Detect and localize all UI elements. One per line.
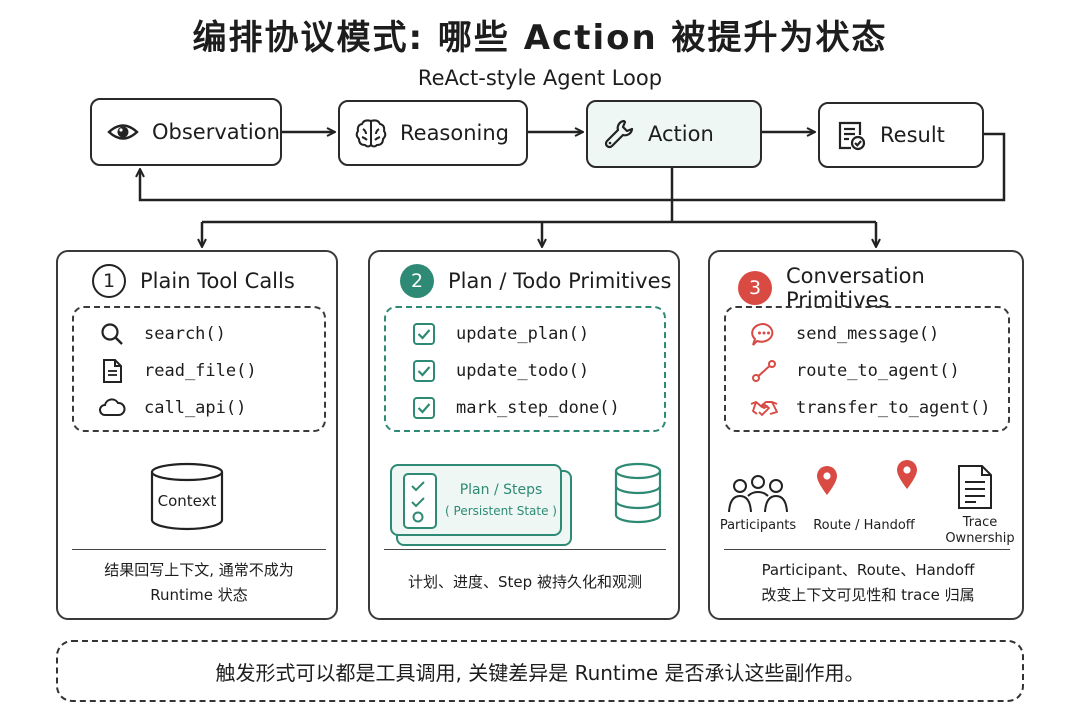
panel-conversation-primitives: 3 Conversation Primitives send_message()… — [708, 250, 1024, 620]
node-reasoning-label: Reasoning — [400, 121, 510, 145]
node-observation-label: Observation — [152, 120, 280, 144]
search-icon — [101, 322, 123, 345]
plan-tool-list: update_plan() update_todo() mark_step_do… — [384, 306, 666, 432]
list-item: mark_step_done() — [386, 389, 664, 426]
eye-icon — [107, 124, 139, 140]
file-icon — [103, 358, 122, 383]
brain-icon — [355, 119, 387, 148]
tool-label: update_plan() — [456, 323, 590, 344]
panel-note: Participant、Route、Handoff 改变上下文可见性和 trac… — [718, 558, 1018, 608]
panel-note: 计划、进度、Step 被持久化和观测 — [380, 570, 670, 595]
list-item: route_to_agent() — [726, 352, 1008, 389]
panel-header: 1 Plain Tool Calls — [92, 264, 295, 298]
footer-note: 触发形式可以都是工具调用, 关键差异是 Runtime 是否承认这些副作用。 — [56, 640, 1024, 702]
tool-label: send_message() — [796, 323, 940, 344]
panel-header: 2 Plan / Todo Primitives — [400, 264, 671, 298]
location-pin-icon — [897, 460, 917, 489]
tool-label: read_file() — [144, 360, 257, 381]
node-action-label: Action — [648, 122, 714, 146]
panel-title: Plan / Todo Primitives — [448, 269, 672, 293]
route-handoff-label: Route / Handoff — [813, 518, 915, 533]
list-item: update_todo() — [386, 352, 664, 389]
trace-ownership-label: Trace Ownership — [940, 515, 1020, 547]
plan-card-title: Plan / Steps — [459, 482, 543, 498]
diagram-subtitle: ReAct-style Agent Loop — [417, 66, 663, 90]
tool-label: call_api() — [144, 397, 247, 418]
list-item: send_message() — [726, 315, 1008, 352]
panel-divider — [724, 549, 1010, 550]
tool-label: search() — [144, 323, 226, 344]
cloud-icon — [99, 397, 126, 416]
list-item: call_api() — [74, 389, 324, 426]
plan-card-subtitle: ( Persistent State ) — [445, 504, 557, 518]
tool-label: transfer_to_agent() — [796, 397, 991, 418]
note-line: Runtime 状态 — [150, 586, 248, 604]
panel-number-badge: 3 — [738, 271, 772, 305]
trace-line: Ownership — [945, 531, 1015, 546]
node-result-label: Result — [880, 123, 945, 147]
tool-label: mark_step_done() — [456, 397, 620, 418]
checkbox-icon — [413, 322, 435, 345]
tool-label: route_to_agent() — [796, 360, 960, 381]
location-pin-icon — [817, 466, 837, 495]
trace-document-icon — [958, 465, 992, 509]
participants-icon — [728, 475, 788, 513]
document-check-icon — [838, 121, 866, 151]
panel-plan-todo-primitives: 2 Plan / Todo Primitives update_plan() u… — [368, 250, 680, 620]
panel-note: 结果回写上下文, 通常不成为 Runtime 状态 — [68, 558, 330, 608]
trace-line: Trace — [962, 515, 998, 530]
handshake-icon — [750, 400, 778, 416]
context-label: Context — [157, 492, 217, 510]
list-item: transfer_to_agent() — [726, 389, 1008, 426]
list-item: update_plan() — [386, 315, 664, 352]
node-result: Result — [818, 102, 984, 168]
participants-label: Participants — [719, 518, 797, 533]
panel-title: Conversation Primitives — [786, 264, 925, 312]
tool-list: search() read_file() call_api() — [72, 306, 326, 432]
node-reasoning: Reasoning — [338, 100, 528, 166]
panel-divider — [384, 549, 666, 550]
note-line: 计划、进度、Step 被持久化和观测 — [408, 573, 642, 591]
panel-title: Plain Tool Calls — [140, 269, 295, 293]
list-item: search() — [74, 315, 324, 352]
note-line: Participant、Route、Handoff — [761, 561, 975, 579]
panel-number-badge: 1 — [92, 264, 126, 298]
note-line: 结果回写上下文, 通常不成为 — [104, 561, 294, 579]
checklist-icon — [403, 473, 437, 529]
conversation-tool-list: send_message() route_to_agent() transfer… — [724, 306, 1010, 432]
node-observation: Observation — [90, 98, 282, 166]
route-icon — [752, 359, 776, 382]
panel-divider — [72, 549, 326, 550]
plan-card: Plan / Steps ( Persistent State ) — [390, 464, 562, 536]
context-store-icon — [150, 462, 224, 531]
checkbox-icon — [413, 359, 435, 382]
note-line: 改变上下文可见性和 trace 归属 — [761, 586, 975, 604]
chat-icon — [751, 322, 774, 346]
panel-number-badge: 2 — [400, 264, 434, 298]
wrench-icon — [604, 119, 634, 149]
node-action: Action — [586, 100, 762, 168]
checkbox-icon — [413, 396, 435, 419]
page-title: 编排协议模式: 哪些 Action 被提升为状态 — [192, 18, 888, 58]
panel-plain-tool-calls: 1 Plain Tool Calls search() read_file() … — [56, 250, 338, 620]
database-icon — [614, 462, 662, 524]
tool-label: update_todo() — [456, 360, 590, 381]
list-item: read_file() — [74, 352, 324, 389]
footer-text: 触发形式可以都是工具调用, 关键差异是 Runtime 是否承认这些副作用。 — [215, 660, 865, 685]
panel-header: 3 Conversation Primitives — [738, 264, 1022, 312]
